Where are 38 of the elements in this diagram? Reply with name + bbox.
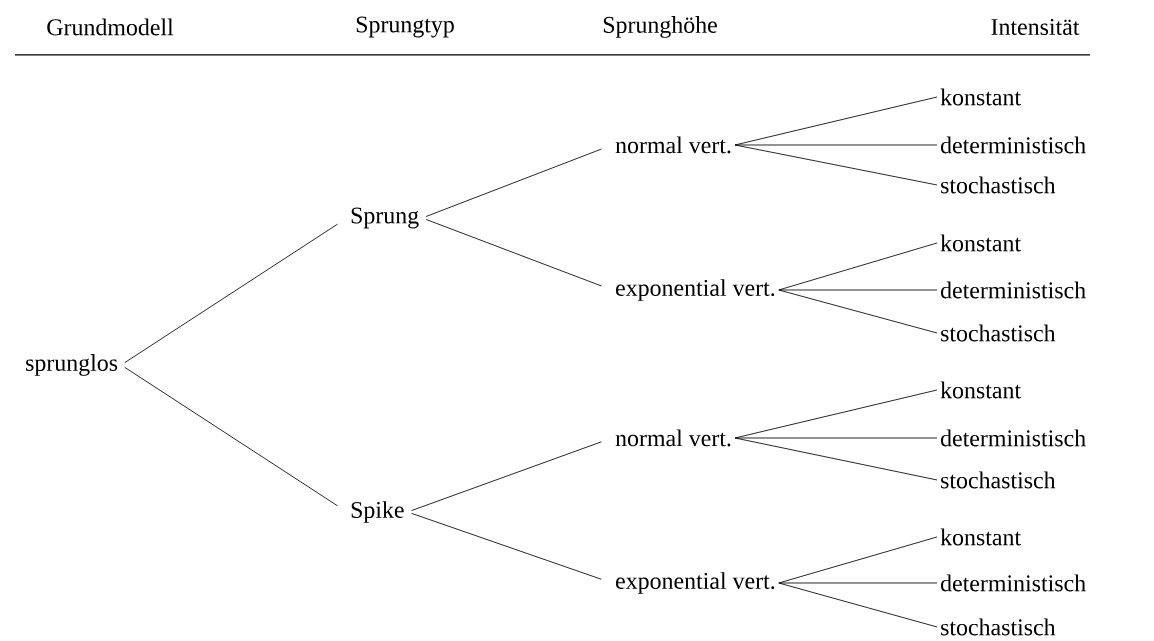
node-label: normal vert. — [615, 429, 731, 447]
branch-line — [778, 289, 938, 291]
column-header: Grundmodell — [47, 18, 174, 36]
node-label: stochastisch — [941, 471, 1056, 489]
branch-line — [778, 582, 938, 628]
node-label: deterministisch — [940, 281, 1086, 299]
branch-line — [411, 512, 602, 580]
branch-line — [411, 441, 602, 511]
branch-line — [734, 437, 938, 481]
branch-line — [778, 242, 938, 291]
node-label: Spike — [351, 501, 404, 523]
branch-line — [734, 144, 938, 186]
node-label: konstant — [940, 381, 1021, 399]
node-label: konstant — [940, 234, 1021, 252]
node-label: stochastisch — [941, 618, 1056, 636]
node-label: exponential vert. — [616, 279, 775, 301]
branch-line — [425, 219, 602, 287]
branch-line — [124, 223, 338, 364]
node-label: exponential vert. — [616, 572, 775, 594]
node-label: deterministisch — [940, 136, 1086, 154]
branch-line — [425, 148, 602, 217]
column-header: Sprungtyp — [356, 16, 454, 38]
node-label: konstant — [940, 88, 1021, 106]
node-label: deterministisch — [940, 574, 1086, 592]
branch-line — [778, 289, 938, 334]
node-label: stochastisch — [941, 324, 1056, 342]
column-header: Intensität — [991, 18, 1080, 36]
node-label: deterministisch — [940, 429, 1086, 447]
branch-line — [778, 582, 938, 584]
node-label: Sprung — [351, 207, 419, 229]
column-header: Sprunghöhe — [603, 16, 717, 38]
branch-line — [734, 144, 938, 146]
node-label: konstant — [940, 528, 1021, 546]
node-label: sprunglos — [26, 354, 118, 376]
branch-line — [734, 437, 938, 439]
node-label: stochastisch — [941, 176, 1056, 194]
branch-line — [124, 366, 338, 507]
node-label: normal vert. — [615, 136, 731, 154]
